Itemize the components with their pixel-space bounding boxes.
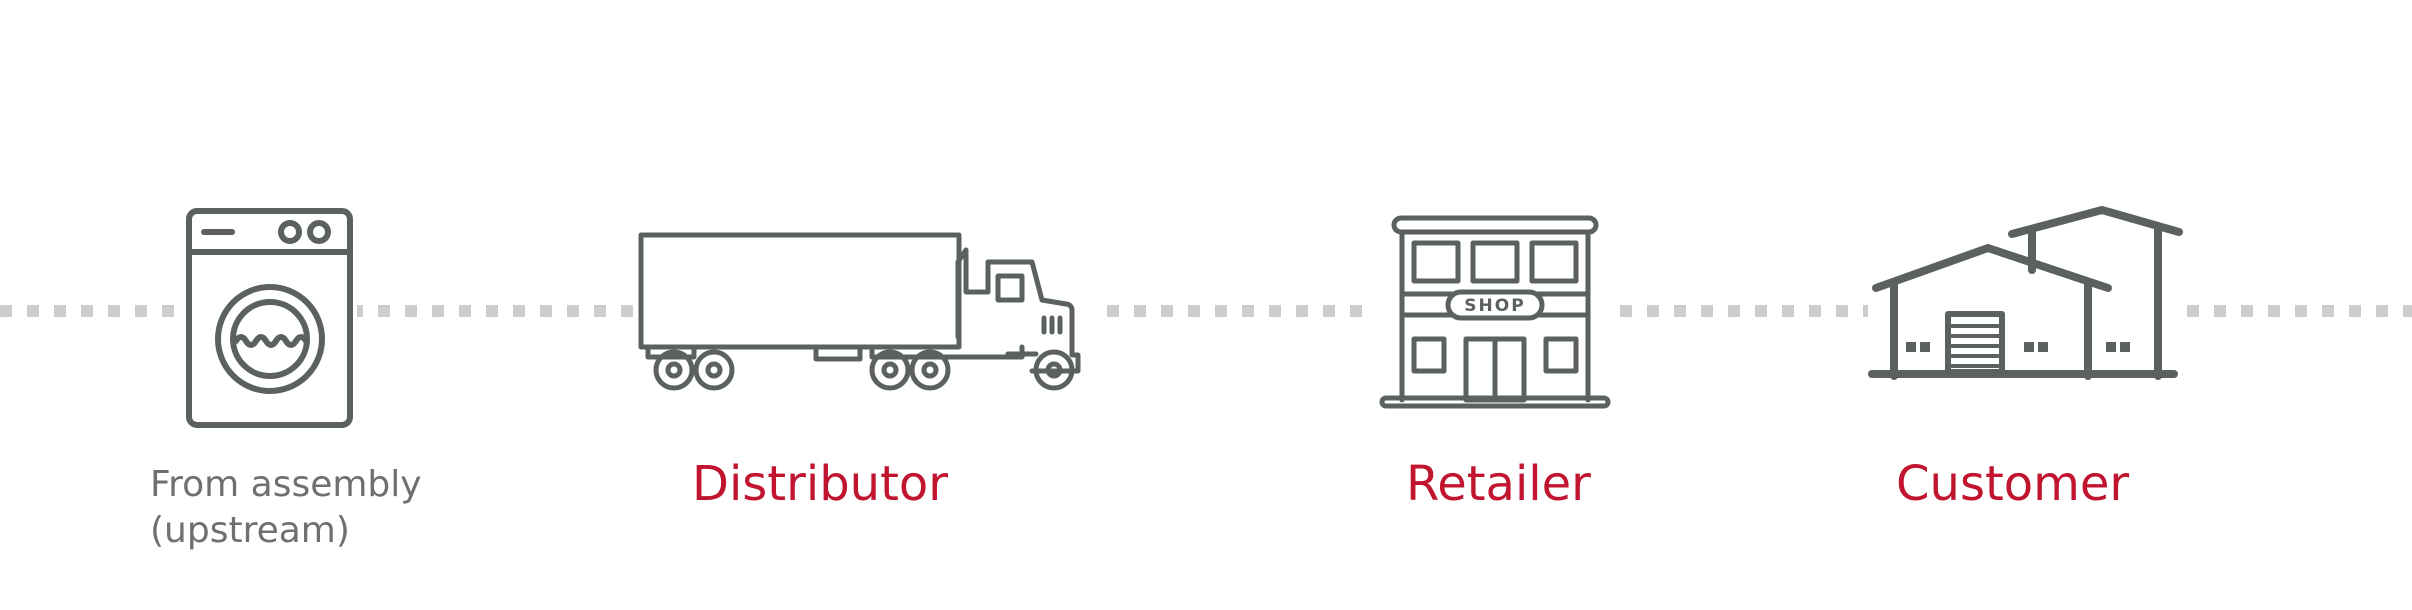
shop-icon: SHOP [1376,212,1614,410]
shop-sign-text: SHOP [1464,296,1526,316]
origin-label-line2: (upstream) [150,510,350,551]
origin-label: From assembly (upstream) [150,462,450,554]
washing-machine-icon [182,208,357,430]
origin-label-line1: From assembly [150,464,422,505]
distributor-label: Distributor [692,456,949,512]
dotted-flow-line [0,305,2412,317]
customer-label: Customer [1896,456,2130,512]
truck-icon [636,232,1096,392]
retailer-label: Retailer [1406,456,1591,512]
house-icon [1868,202,2183,382]
